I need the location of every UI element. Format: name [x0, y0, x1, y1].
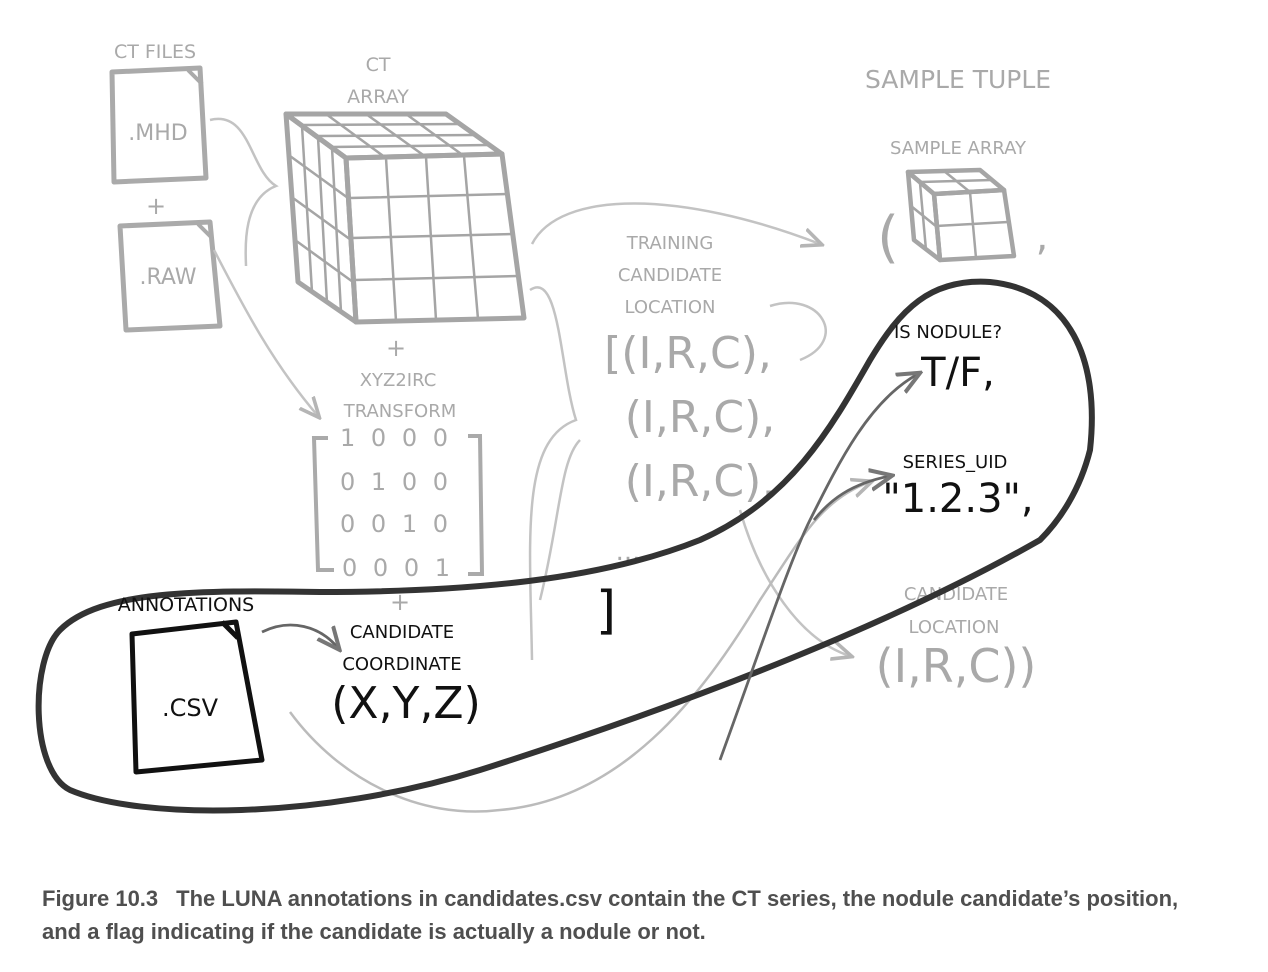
matrix-row-2: 0 1 0 0 — [340, 468, 452, 496]
cand-coordinate-label-line1: CANDIDATE — [350, 622, 454, 643]
matrix-row-4: 0 0 0 1 — [342, 554, 454, 582]
csv-label: .CSV — [162, 694, 219, 722]
figure-number: Figure 10.3 — [42, 886, 159, 911]
mhd-file-icon — [109, 65, 209, 185]
training-label-line2: CANDIDATE — [618, 265, 722, 286]
series-uid-value: "1.2.3", — [882, 476, 1033, 522]
sample-tuple-label: SAMPLE TUPLE — [865, 65, 1051, 94]
tf-value: T/F, — [920, 350, 995, 396]
plus-sign-3: + — [390, 588, 410, 616]
ct-files-label: CT FILES — [114, 41, 196, 63]
is-nodule-label: IS NODULE? — [894, 322, 1002, 343]
ct-array-label-line2: ARRAY — [347, 86, 409, 108]
series-uid-label: SERIES_UID — [903, 452, 1008, 473]
irc-list-line1: [(I,R,C), — [604, 328, 772, 379]
sample-array-cube-icon — [905, 167, 1017, 263]
ct-array-label-line1: CT — [366, 54, 391, 76]
sample-comma: , — [1036, 214, 1049, 260]
training-label-line3: LOCATION — [625, 297, 716, 318]
ct-array-cube-icon — [283, 111, 527, 325]
csv-file-icon — [129, 619, 265, 775]
cand-location-value: (I,R,C)) — [876, 639, 1037, 693]
xyz-value: (X,Y,Z) — [331, 678, 480, 729]
close-bracket: ] — [596, 581, 616, 641]
matrix-row-3: 0 0 1 0 — [340, 510, 452, 538]
plus-sign-2: + — [386, 334, 406, 362]
figure-caption-text: The LUNA annotations in candidates.csv c… — [42, 886, 1179, 944]
matrix-row-1: 1 0 0 0 — [340, 424, 452, 452]
sample-array-label: SAMPLE ARRAY — [890, 138, 1027, 159]
luna-annotations-diagram: CT FILES .MHD + .RAW CT ARRAY + XYZ2IRC … — [35, 41, 1095, 814]
mhd-label: .MHD — [128, 121, 187, 146]
raw-file-icon — [117, 219, 223, 333]
irc-list-line2: (I,R,C), — [625, 392, 776, 443]
enclosing-loop — [35, 278, 1095, 814]
sample-open-paren: ( — [877, 205, 899, 270]
training-label-line1: TRAINING — [626, 233, 714, 254]
xyz2irc-label-line2: TRANSFORM — [343, 401, 457, 422]
dark-connectors — [261, 374, 918, 761]
faint-connectors — [209, 117, 870, 813]
raw-label: .RAW — [140, 265, 197, 290]
xyz2irc-label-line1: XYZ2IRC — [360, 370, 437, 391]
cand-location-label-line2: LOCATION — [909, 617, 1000, 638]
irc-list-line3: (I,R,C), — [625, 456, 776, 507]
annotations-label: ANNOTATIONS — [118, 594, 254, 616]
plus-sign: + — [146, 192, 166, 220]
matrix-brackets — [311, 434, 485, 576]
cand-coordinate-label-line2: COORDINATE — [342, 654, 461, 675]
